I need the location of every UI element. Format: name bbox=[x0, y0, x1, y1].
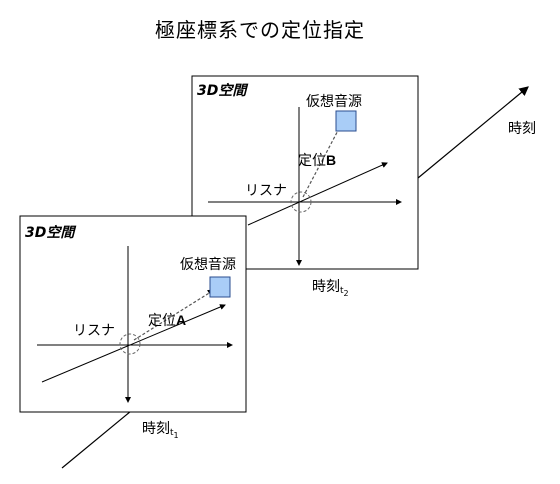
frame-t1-position-label: 定位A bbox=[148, 310, 186, 330]
frame-t2 bbox=[191, 75, 419, 270]
frame-t2-box bbox=[191, 75, 419, 270]
frame-t1-time-sub: t1 bbox=[170, 428, 179, 440]
frame-t1-virtual-source bbox=[209, 276, 231, 298]
frame-t2-depth-axis bbox=[247, 162, 388, 226]
frame-t2-time-label: 時刻t2 bbox=[312, 276, 349, 298]
frame-t1-position-vector bbox=[133, 289, 216, 341]
frame-t1-position-letter: A bbox=[176, 312, 187, 328]
frame-t1-box bbox=[19, 215, 247, 413]
frame-t2-listener-label: リスナ bbox=[245, 183, 287, 199]
frame-t2-position-letter: B bbox=[326, 152, 337, 168]
frame-t2-position-vector bbox=[302, 119, 344, 198]
frame-t1-time-text: 時刻 bbox=[142, 421, 170, 437]
frame-t1-depth-axis bbox=[41, 304, 226, 383]
frame-t2-time-sub: t2 bbox=[340, 286, 349, 298]
frame-t1 bbox=[19, 215, 247, 413]
time-axis-label: 時刻 bbox=[508, 121, 536, 137]
frame-t1-source-label: 仮想音源 bbox=[180, 257, 236, 273]
frame-t2-position-label: 定位B bbox=[298, 150, 336, 170]
frame-t1-position-prefix: 定位 bbox=[148, 313, 176, 329]
frame-t1-listener-label: リスナ bbox=[73, 323, 115, 339]
frame-t2-space-label: 3D空間 bbox=[197, 83, 247, 99]
time-axis-segment-upper bbox=[417, 86, 529, 179]
frame-t2-listener-marker bbox=[290, 191, 312, 213]
frame-t2-position-prefix: 定位 bbox=[298, 153, 326, 169]
frame-t2-virtual-source bbox=[335, 110, 357, 132]
frame-t2-time-text: 時刻 bbox=[312, 279, 340, 295]
frame-t1-listener-marker bbox=[119, 333, 141, 355]
diagram-title: 極座標系での定位指定 bbox=[155, 18, 365, 42]
frame-t2-source-label: 仮想音源 bbox=[306, 94, 362, 110]
frame-t1-space-label: 3D空間 bbox=[25, 225, 75, 241]
frame-t1-time-label: 時刻t1 bbox=[142, 418, 179, 440]
